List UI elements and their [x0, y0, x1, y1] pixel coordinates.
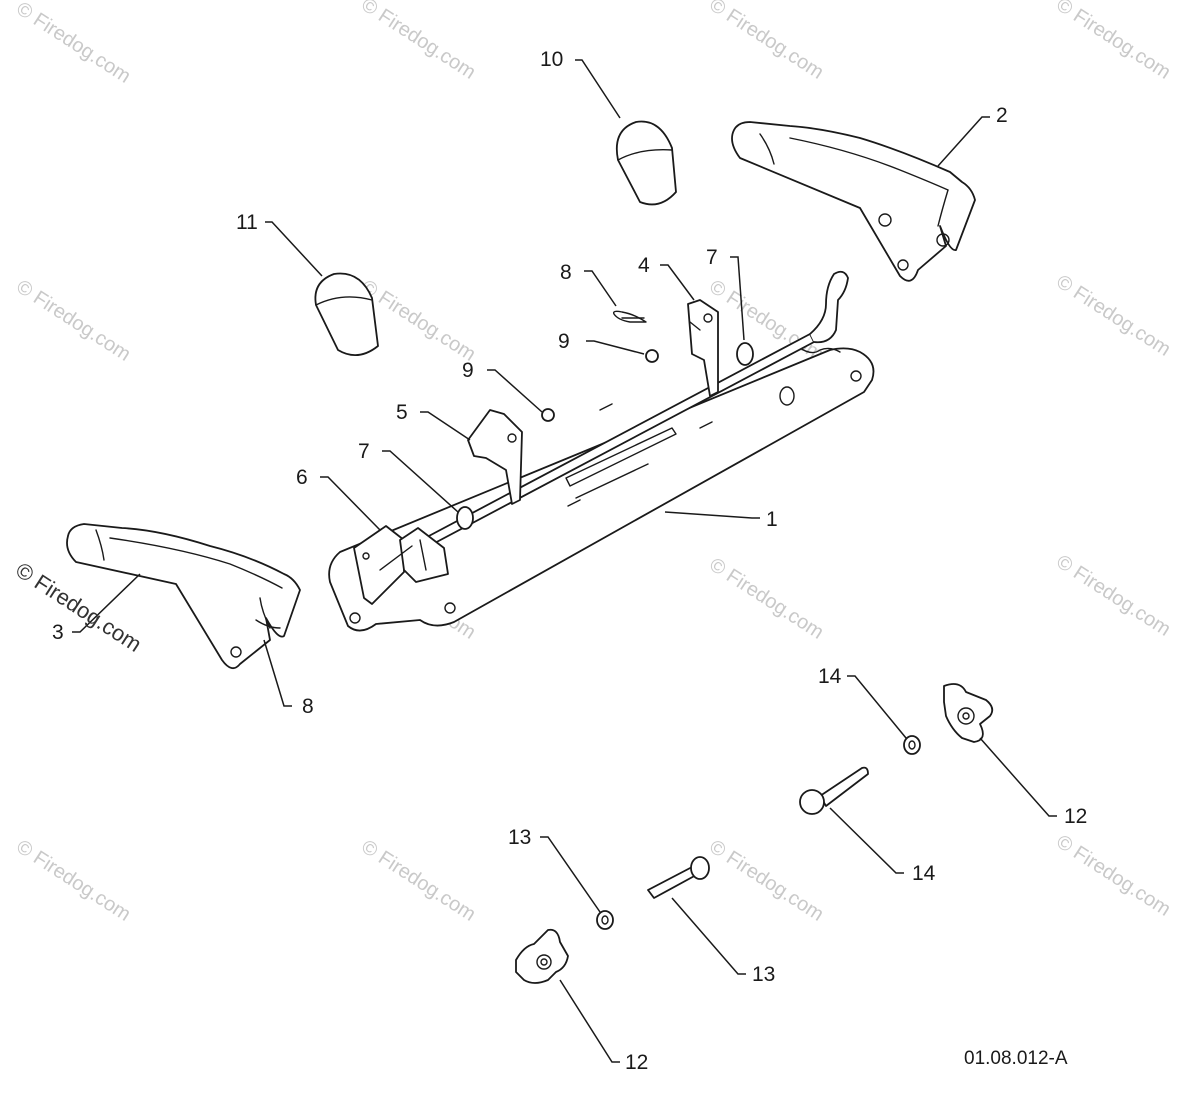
watermark: © Firedog.com	[12, 836, 134, 926]
callout-4: 4	[638, 254, 650, 277]
callout-14: 13	[752, 963, 775, 986]
watermark: © Firedog.com	[1052, 551, 1174, 641]
clip-part-8	[612, 310, 647, 323]
callout-7: 7	[358, 440, 370, 463]
callout-5: 5	[396, 401, 408, 424]
callout-14: 14	[912, 862, 936, 885]
bracket-part-4	[687, 299, 719, 397]
bushing-part-7	[456, 342, 754, 530]
bolt-part-9	[541, 349, 659, 422]
callout-12: 12	[1064, 805, 1087, 828]
callout-8: 8	[560, 261, 572, 284]
watermark: © Firedog.com	[1052, 831, 1174, 921]
watermark: © Firedog.com	[1052, 0, 1174, 84]
callout-8: 8	[302, 695, 314, 718]
callout-3: 3	[52, 621, 64, 644]
watermark: © Firedog.com	[705, 0, 827, 84]
knob-part-10	[615, 120, 677, 206]
bracket-plate-part-1	[328, 347, 875, 632]
watermark: © Firedog.com	[357, 0, 479, 84]
bracket-part-6	[353, 525, 449, 605]
callout-6: 6	[296, 466, 308, 489]
watermark: © Firedog.com	[705, 554, 827, 644]
callout-11: 11	[236, 211, 258, 234]
drawing-code: 01.08.012-A	[964, 1048, 1068, 1069]
handle-grip-part-2	[731, 121, 976, 282]
star-knob-part-12	[515, 683, 994, 984]
watermark: © Firedog.com	[705, 836, 827, 926]
knob-part-11	[314, 272, 379, 356]
callout-10: 10	[540, 48, 563, 71]
callout-labels: 10 2 11 8 4 7 9 9 5 7 6 1 3 8 14 12 14 1…	[52, 48, 1087, 1074]
callout-13: 14	[818, 665, 842, 688]
bracket-part-5	[467, 409, 523, 505]
callout-12: 12	[625, 1051, 648, 1074]
leader-lines	[72, 59, 1057, 1063]
washer-part-13	[596, 735, 921, 930]
callout-1: 1	[766, 508, 778, 531]
pin-part-14	[647, 766, 869, 899]
watermark: © Firedog.com	[1052, 271, 1174, 361]
callout-9: 9	[462, 359, 474, 382]
callout-7: 7	[706, 246, 718, 269]
watermark: © Firedog.com	[357, 836, 479, 926]
callout-9: 9	[558, 330, 570, 353]
callout-13: 13	[508, 826, 531, 849]
watermark: © Firedog.com	[12, 276, 134, 366]
handle-grip-part-3	[66, 523, 301, 670]
watermark: © Firedog.com	[12, 0, 134, 88]
callout-2: 2	[996, 104, 1008, 127]
